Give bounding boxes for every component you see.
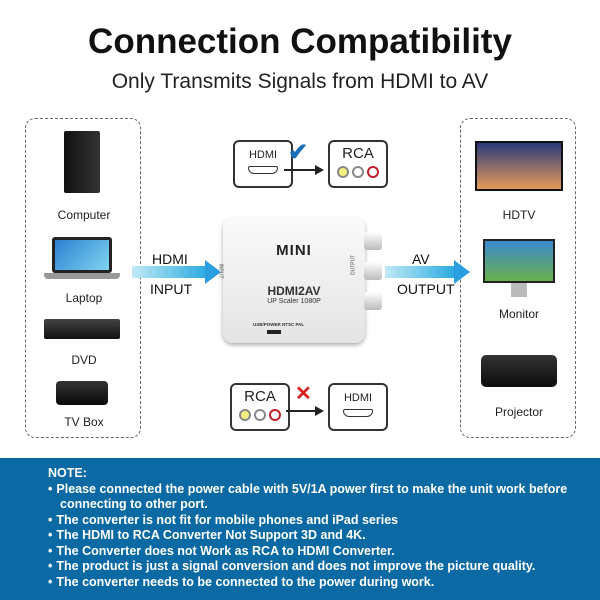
arrow-line	[284, 169, 316, 171]
laptop-icon	[52, 237, 112, 273]
rca-output-jacks	[364, 232, 382, 320]
note-item: The converter needs to be connected to t…	[48, 575, 600, 591]
hdmi-label: HDMI	[343, 392, 373, 404]
rca-label: RCA	[342, 145, 374, 162]
device-model: HDMI2AV	[267, 284, 321, 298]
device-subtitle: UP Scaler 1080P	[267, 298, 321, 305]
rca-label: RCA	[244, 388, 276, 405]
av-output-label: AV	[412, 251, 430, 267]
projector-icon	[481, 355, 557, 387]
hdmi-source-box: HDMI	[233, 140, 293, 188]
rca-target-box: RCA	[328, 140, 388, 188]
monitor-stand	[511, 283, 527, 297]
input-label: TV Box	[64, 415, 104, 429]
device-brand: MINI	[276, 242, 312, 259]
output-arrow	[385, 266, 455, 278]
input-arrow-head-icon	[205, 260, 221, 284]
hdmi-input-label: HDMI	[152, 251, 188, 267]
arrow-head-icon	[315, 165, 324, 175]
input-devices-panel: Computer Laptop DVD TV Box	[25, 118, 141, 438]
laptop-base	[44, 273, 120, 279]
input-label-text: INPUT	[150, 281, 192, 297]
output-arrow-head-icon	[454, 260, 470, 284]
note-section: NOTE: Please connected the power cable w…	[0, 458, 600, 600]
output-label: Monitor	[498, 307, 539, 321]
hdmi-target-box: HDMI	[328, 383, 388, 431]
note-item: The converter is not fit for mobile phon…	[48, 513, 600, 529]
hdmi2av-converter: MINI HDMI2AV UP Scaler 1080P INPUT OUTPU…	[218, 218, 365, 343]
output-label: HDTV	[502, 208, 536, 222]
arrow-head-icon	[315, 406, 324, 416]
monitor-icon	[483, 239, 555, 283]
dvd-player-icon	[44, 319, 120, 339]
page-subtitle: Only Transmits Signals from HDMI to AV	[111, 70, 489, 93]
note-list: Please connected the power cable with 5V…	[48, 482, 600, 591]
input-arrow	[132, 266, 207, 278]
arrow-line	[286, 410, 316, 412]
note-item: The HDMI to RCA Converter Not Support 3D…	[48, 528, 600, 544]
output-label: Projector	[494, 405, 544, 419]
input-label: DVD	[71, 353, 97, 367]
page-title: Connection Compatibility	[88, 22, 512, 61]
rca-jacks-icon	[232, 409, 288, 421]
hdmi-port-icon	[343, 409, 373, 417]
note-heading: NOTE:	[48, 466, 87, 480]
output-label-text: OUTPUT	[397, 281, 455, 297]
rca-jacks-icon	[330, 166, 386, 178]
hdmi-label: HDMI	[248, 149, 278, 161]
cross-icon: ✕	[295, 383, 312, 405]
rca-source-box: RCA	[230, 383, 290, 431]
device-port-label: USB/POWER NTSC PAL	[253, 322, 305, 327]
note-item: The product is just a signal conversion …	[48, 559, 600, 575]
tv-box-icon	[56, 381, 108, 405]
note-item: Please connected the power cable with 5V…	[48, 482, 600, 513]
output-devices-panel: HDTV Monitor Projector	[460, 118, 576, 438]
computer-tower-icon	[64, 131, 100, 193]
usb-port-icon	[267, 330, 281, 334]
check-icon: ✔	[288, 139, 309, 166]
device-output-label: OUTPUT	[350, 254, 357, 276]
input-label: Computer	[57, 208, 111, 222]
tv-icon	[475, 141, 563, 191]
hdmi-port-icon	[248, 166, 278, 174]
input-label: Laptop	[65, 291, 103, 305]
note-item: The Converter does not Work as RCA to HD…	[48, 544, 600, 560]
